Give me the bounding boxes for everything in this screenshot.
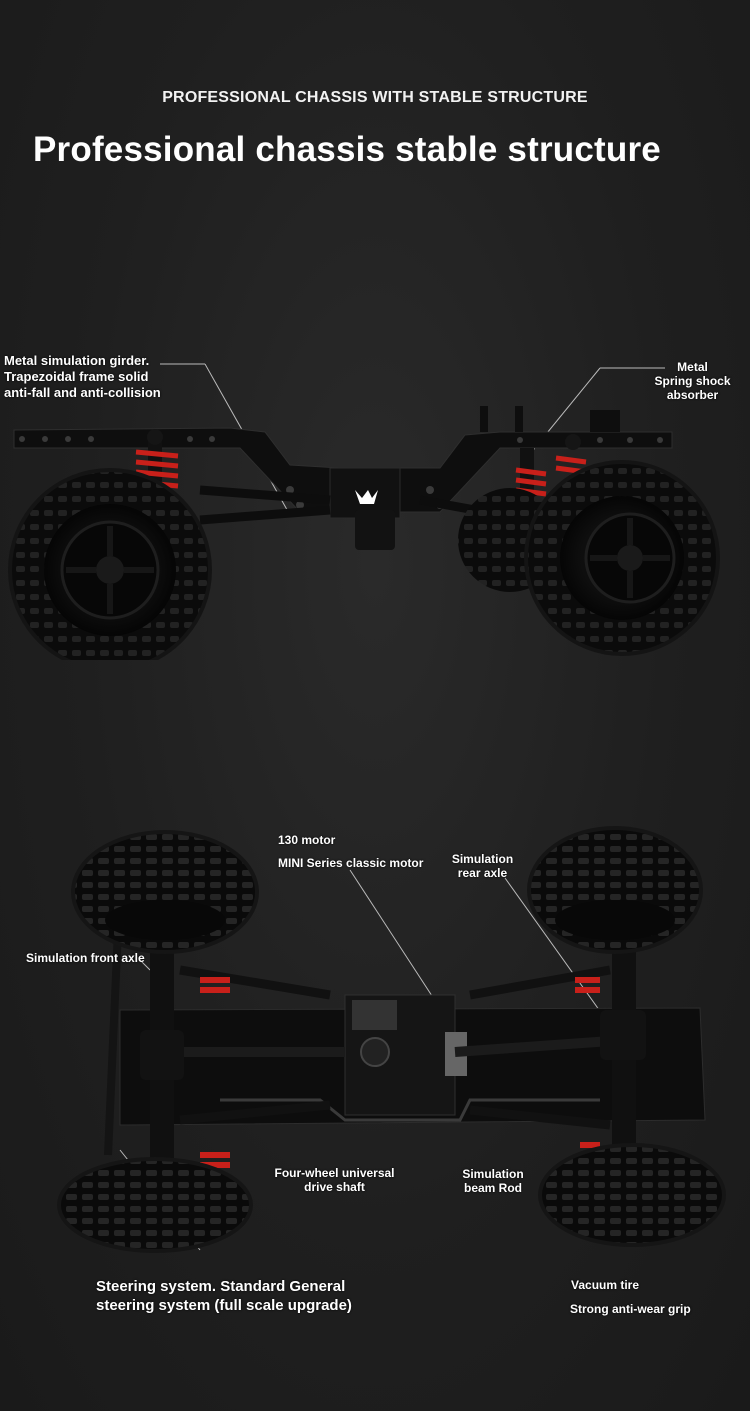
page-subtitle: PROFESSIONAL CHASSIS WITH STABLE STRUCTU… (162, 89, 588, 106)
shock-absorber-label: Metal Spring shock absorber (640, 360, 745, 402)
girder-label-line-1: Metal simulation girder. (4, 353, 150, 368)
drive-shaft-line-1: Four-wheel universal (274, 1166, 395, 1180)
tire-rear-left (527, 826, 703, 954)
chassis-bottom-view-image (57, 826, 726, 1253)
vacuum-tire-label: Vacuum tire (571, 1278, 640, 1292)
steering-system-label: Steering system. Standard General steeri… (96, 1277, 352, 1315)
girder-label-line-2: Trapezoidal frame solid (4, 369, 149, 384)
beam-rod-label: Simulation beam Rod (452, 1167, 534, 1195)
rear-axle-line-2: rear axle (457, 866, 508, 880)
steering-line-2: steering system (full scale upgrade) (96, 1297, 352, 1314)
rear-axle-label: Simulation rear axle (440, 852, 525, 880)
drive-shaft-label: Four-wheel universal drive shaft (262, 1166, 407, 1194)
front-axle-label: Simulation front axle (26, 951, 145, 965)
anti-wear-grip-label: Strong anti-wear grip (570, 1302, 691, 1316)
page-title: Professional chassis stable structure (33, 130, 661, 169)
steering-line-1: Steering system. Standard General (96, 1278, 346, 1295)
beam-rod-line-2: beam Rod (463, 1181, 522, 1195)
tire-front-right (57, 1157, 253, 1253)
drive-shaft-line-2: drive shaft (304, 1180, 365, 1194)
motor-title-label: 130 motor (278, 833, 336, 847)
shock-label-line-1: Metal (677, 360, 708, 374)
rear-axle-line-1: Simulation (451, 852, 514, 866)
shock-label-line-2: Spring shock (654, 374, 731, 388)
wheel-front (8, 468, 212, 660)
shock-label-line-3: absorber (666, 388, 719, 402)
wheel-rear (524, 460, 720, 656)
tire-rear-right (538, 1143, 726, 1247)
motor-desc-label: MINI Series classic motor (278, 856, 424, 870)
tire-front-left (71, 830, 259, 954)
girder-label-line-3: anti-fall and anti-collision (4, 385, 161, 400)
chassis-side-view-image (8, 363, 720, 660)
beam-rod-line-1: Simulation (462, 1167, 524, 1181)
girder-label: Metal simulation girder. Trapezoidal fra… (4, 353, 161, 401)
